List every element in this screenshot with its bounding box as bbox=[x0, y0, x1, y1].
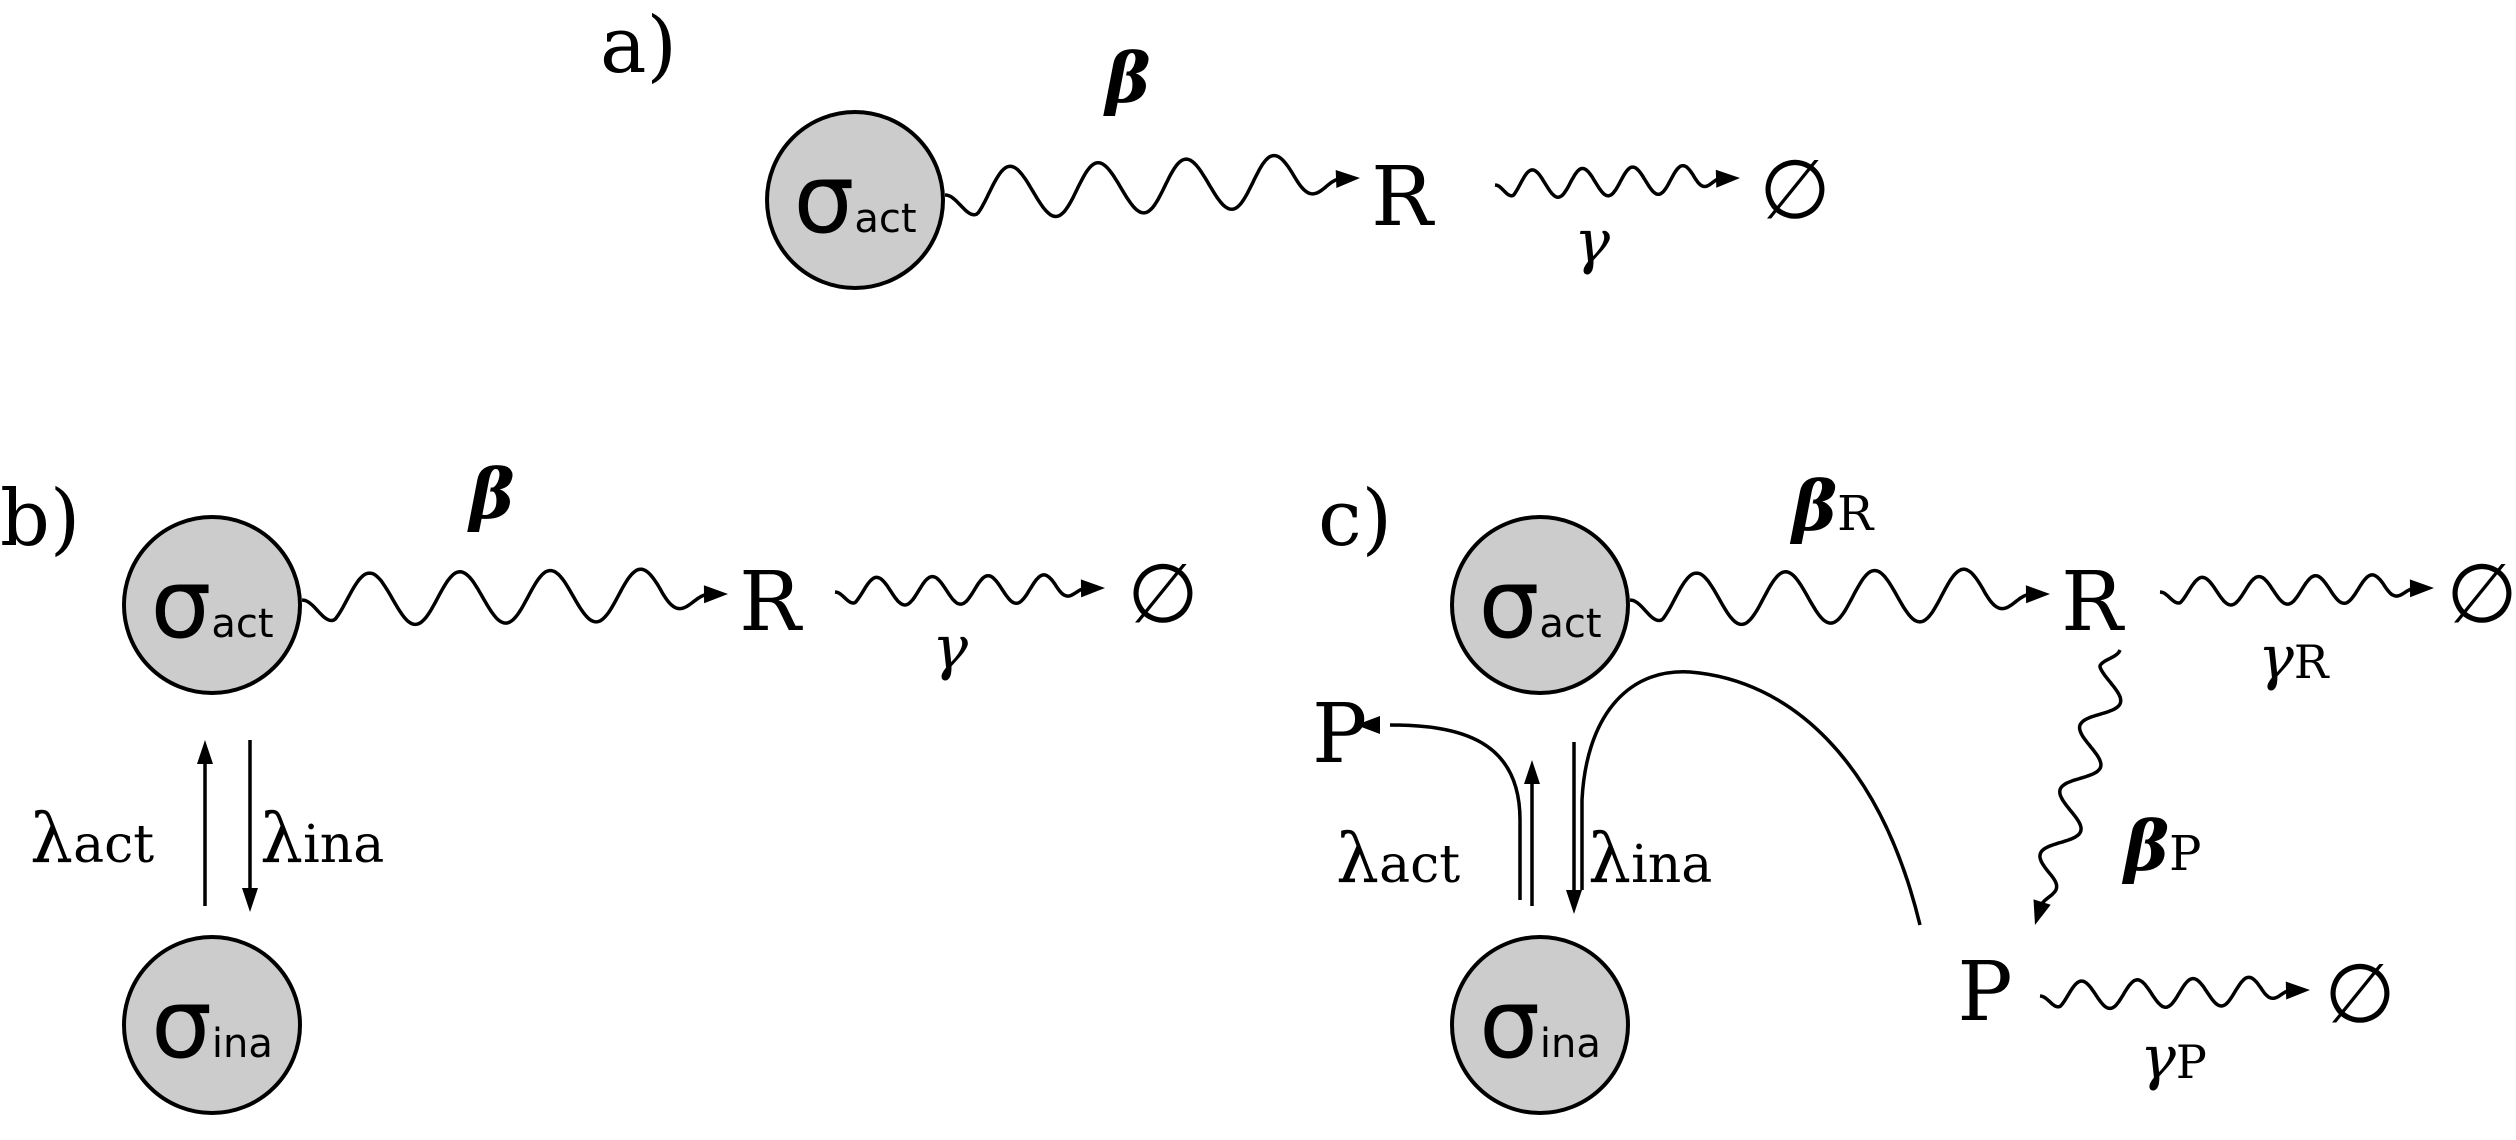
panel-c-gamma-P-label: γP bbox=[2140, 1023, 2207, 1093]
panel-b-beta-label: β bbox=[466, 455, 514, 535]
panel-a: a) σact β R γ ∅ bbox=[600, 1, 1831, 290]
panel-c-P-empty-set: ∅ bbox=[2324, 947, 2395, 1042]
panel-c-R-degradation-wave bbox=[2159, 573, 2415, 607]
panel-b-degradation-wave bbox=[834, 573, 1086, 607]
panel-c-label: c) bbox=[1318, 474, 1392, 564]
panel-c-gamma-R-label: γR bbox=[2258, 623, 2330, 693]
panel-c-translation-wave bbox=[2038, 649, 2123, 908]
panel-c-activation-arrowhead bbox=[1524, 760, 1540, 784]
panel-c-beta-P-label: βP bbox=[2121, 807, 2201, 887]
panel-c-inactivation-arrowhead bbox=[1566, 890, 1582, 914]
panel-c-R-empty-set: ∅ bbox=[2446, 547, 2516, 642]
panel-a-sigma-act-label: σact bbox=[793, 143, 916, 255]
panel-c-R-degradation-arrowhead bbox=[2409, 579, 2434, 598]
panel-a-R-label: R bbox=[1371, 150, 1435, 245]
panel-c-P-release-curve bbox=[1389, 723, 1522, 900]
panel-a-label: a) bbox=[600, 1, 677, 91]
panel-c-P-degradation-arrowhead bbox=[2285, 981, 2310, 1000]
panel-a-beta-label: β bbox=[1102, 39, 1150, 119]
panel-c-P-binding-curve bbox=[1580, 670, 1922, 926]
panel-c-P-output-label: P bbox=[1312, 687, 1367, 782]
panel-c-lambda-act-label: λact bbox=[1336, 820, 1460, 899]
panel-c-translation-arrowhead bbox=[2033, 899, 2051, 925]
panel-b-R-label: R bbox=[739, 555, 803, 650]
panel-c-transcription-wave bbox=[1629, 567, 2031, 627]
panel-c-sigma-ina-node bbox=[1450, 935, 1630, 1115]
panel-a-degradation-wave bbox=[1494, 163, 1721, 199]
panel-c-R-label: R bbox=[2061, 555, 2125, 650]
panel-c-sigma-ina-label: σina bbox=[1479, 968, 1601, 1080]
panel-c: c) σact σina βR R γR ∅ βP P γP ∅ P bbox=[1312, 467, 2516, 1115]
panel-a-transcription-arrowhead bbox=[1335, 170, 1360, 188]
panel-b-transcription-wave bbox=[301, 567, 709, 627]
panel-b: b) σact σina β R γ ∅ λact λina bbox=[0, 455, 1199, 1115]
panel-b-transcription-arrowhead bbox=[703, 585, 728, 604]
panel-a-sigma-act-node bbox=[765, 110, 945, 290]
panel-b-sigma-act-node bbox=[122, 515, 302, 695]
panel-b-label: b) bbox=[0, 474, 80, 564]
panel-b-sigma-act-label: σact bbox=[150, 548, 273, 660]
panel-b-sigma-ina-label: σina bbox=[151, 968, 273, 1080]
panel-a-gamma-label: γ bbox=[1574, 207, 1610, 277]
panel-c-lambda-ina-label: λina bbox=[1588, 820, 1712, 899]
panel-c-P-label: P bbox=[1957, 945, 2012, 1040]
panel-a-transcription-wave bbox=[944, 153, 1341, 219]
panel-b-lambda-ina-label: λina bbox=[260, 800, 384, 879]
panel-b-sigma-ina-node bbox=[122, 935, 302, 1115]
panel-a-empty-set: ∅ bbox=[1759, 143, 1830, 238]
panel-b-gamma-label: γ bbox=[932, 613, 968, 683]
panel-a-degradation-arrowhead bbox=[1715, 169, 1740, 188]
panel-b-activation-arrowhead bbox=[197, 740, 213, 764]
panel-c-transcription-arrowhead bbox=[2025, 585, 2050, 604]
panel-b-lambda-act-label: λact bbox=[30, 800, 154, 879]
panel-c-beta-R-label: βR bbox=[1789, 467, 1875, 547]
panel-c-sigma-act-label: σact bbox=[1478, 548, 1601, 660]
panel-b-degradation-arrowhead bbox=[1080, 579, 1105, 598]
panel-b-inactivation-arrowhead bbox=[242, 888, 258, 912]
panel-b-empty-set: ∅ bbox=[1127, 547, 1198, 642]
panel-c-P-degradation-wave bbox=[2039, 975, 2291, 1011]
panel-c-P-release-arrowhead bbox=[1356, 716, 1380, 734]
panel-c-sigma-act-node bbox=[1450, 515, 1630, 695]
